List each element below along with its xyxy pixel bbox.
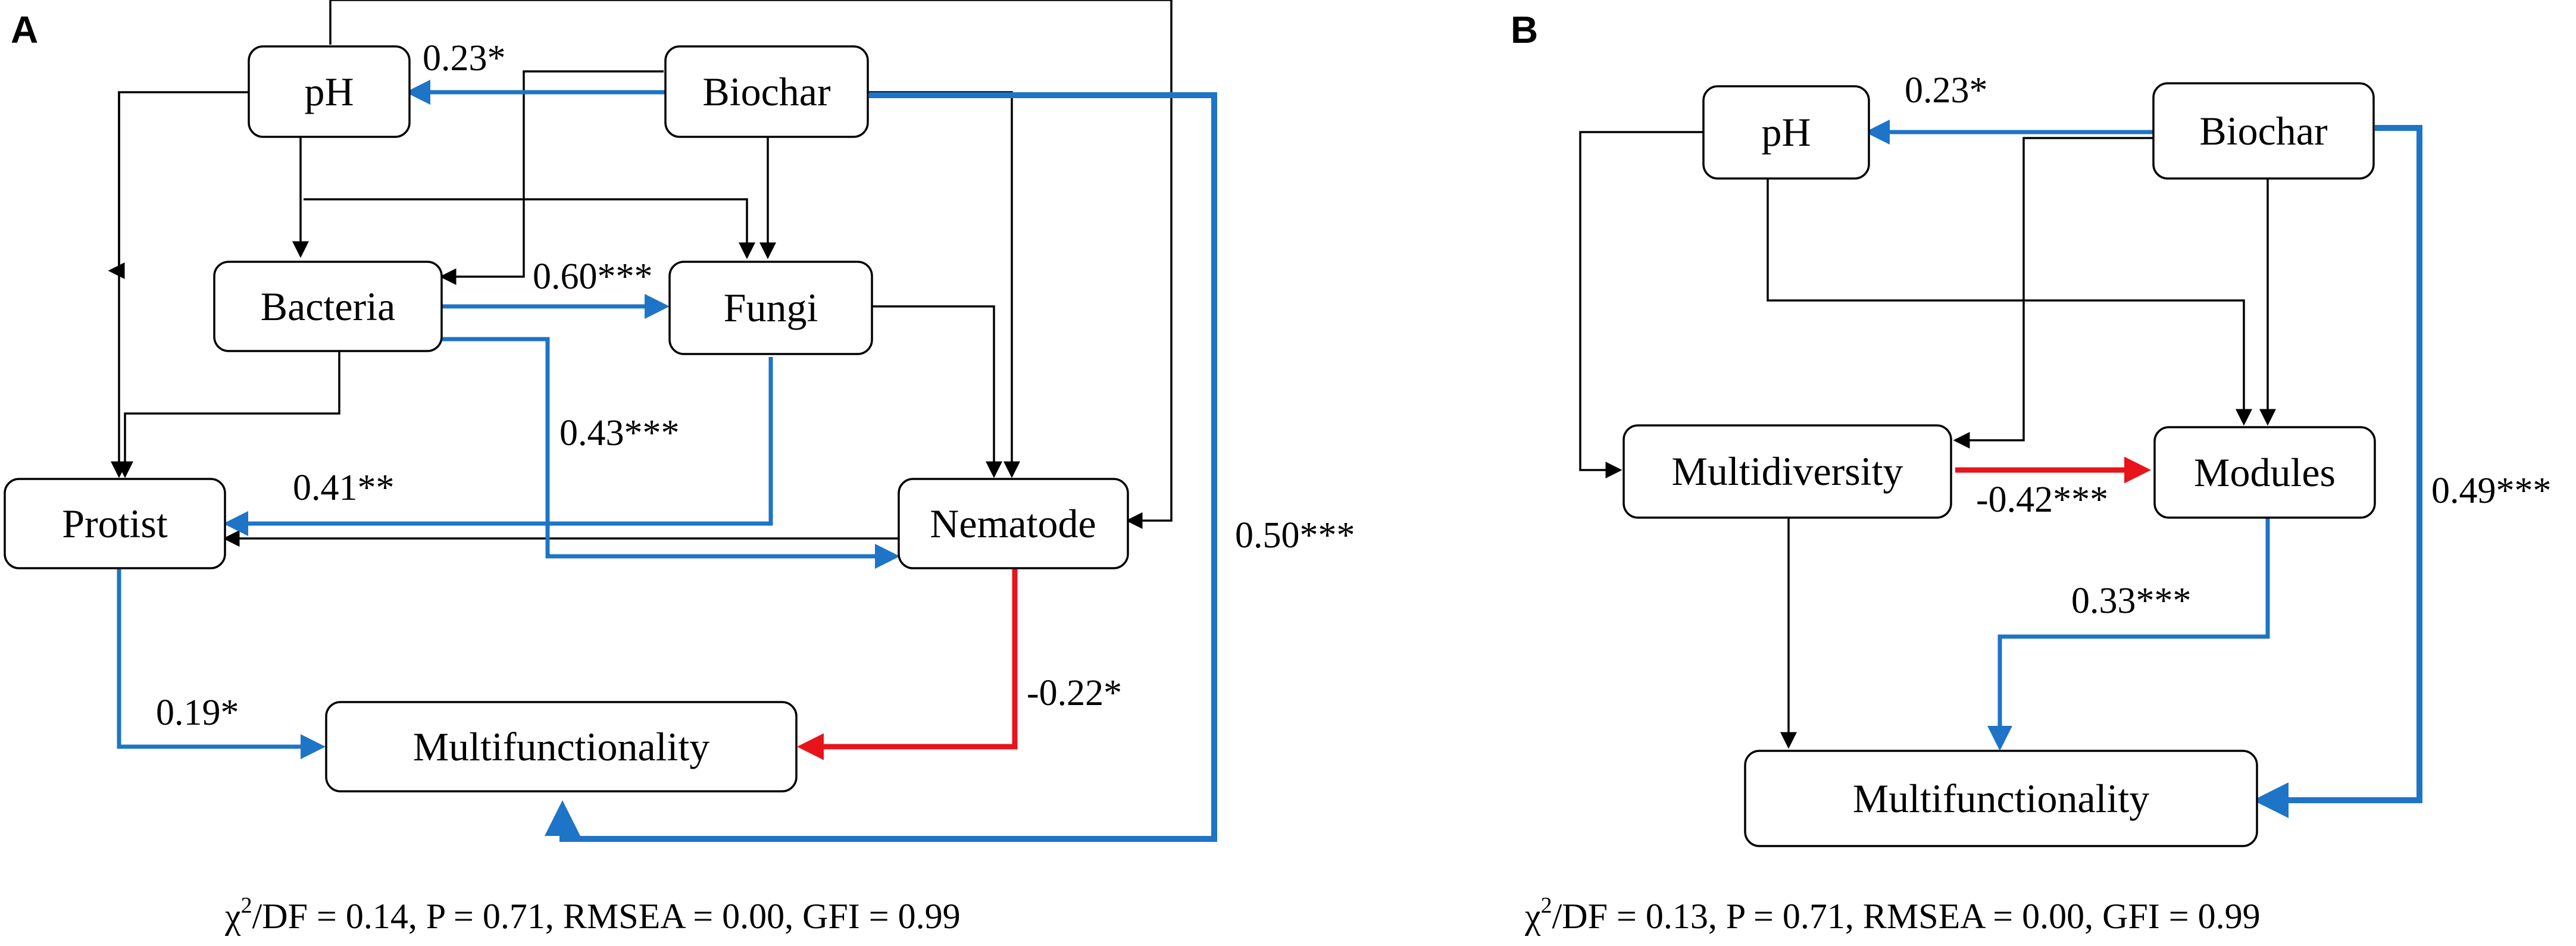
panel-a: A pH	[4, 0, 1355, 936]
path-a-fungi-to-nematode	[872, 305, 1002, 478]
coef-a-biochar-multi: 0.50***	[1235, 515, 1355, 556]
panel-b: B pH Biochar Multidiversity	[1511, 8, 2552, 936]
node-b-multifunctionality: Multifunctionality	[1744, 750, 2258, 847]
svg-text:pH: pH	[1761, 109, 1811, 155]
path-a-protist-to-multi	[117, 568, 326, 759]
node-a-protist: Protist	[4, 478, 226, 569]
coef-b-biochar-multi: 0.49***	[2431, 471, 2552, 511]
coef-b-multidiversity-modules: -0.42***	[1976, 480, 2108, 520]
coef-a-nematode-multi: -0.22*	[1027, 673, 1122, 713]
path-b-biochar-to-multidiversity	[1953, 137, 2153, 449]
panel-a-black-paths	[108, 0, 1173, 547]
svg-text:Fungi: Fungi	[724, 285, 818, 330]
svg-text:Multifunctionality: Multifunctionality	[413, 724, 710, 769]
path-a-biochar-to-bacteria	[439, 70, 664, 285]
path-a-biochar-to-multi	[545, 92, 1217, 842]
node-b-biochar: Biochar	[2152, 82, 2375, 180]
path-a-ph-to-protist	[111, 91, 249, 478]
coef-b-modules-multi: 0.33***	[2071, 581, 2192, 621]
path-a-ph-to-nematode	[329, 0, 1173, 529]
node-a-ph: pH	[248, 45, 411, 138]
node-b-multidiversity: Multidiversity	[1622, 424, 1952, 519]
node-b-ph: pH	[1702, 85, 1870, 180]
path-b-biochar-to-multi	[2253, 125, 2422, 818]
node-a-multifunctionality: Multifunctionality	[325, 701, 798, 792]
fit-stats-a: χ2/DF = 0.14, P = 0.71, RMSEA = 0.00, GF…	[224, 893, 961, 936]
path-a-bacteria-to-protist	[117, 351, 340, 478]
fit-stats-b: χ2/DF = 0.13, P = 0.71, RMSEA = 0.00, GF…	[1524, 893, 2261, 936]
path-a-bacteria-to-nematode	[442, 337, 900, 569]
svg-text:Protist: Protist	[62, 501, 168, 546]
coef-a-bacteria-fungi: 0.60***	[533, 256, 653, 297]
coef-a-bacteria-nematode: 0.43***	[559, 413, 680, 453]
svg-text:Nematode: Nematode	[930, 501, 1096, 546]
path-b-modules-to-multi	[1987, 518, 2270, 751]
coef-a-protist-multi: 0.19*	[156, 693, 239, 733]
panel-b-black-paths	[1579, 131, 2276, 749]
path-a-biochar-to-nematode	[866, 91, 1020, 478]
coef-a-fungi-protist: 0.41**	[293, 468, 395, 508]
path-a-ph-to-bacteria	[108, 92, 125, 279]
svg-text:Multifunctionality: Multifunctionality	[1853, 776, 2150, 821]
svg-text:Multidiversity: Multidiversity	[1671, 449, 1903, 494]
node-a-biochar: Biochar	[664, 45, 869, 138]
svg-text:Bacteria: Bacteria	[261, 284, 396, 329]
svg-text:pH: pH	[304, 69, 354, 114]
panel-a-blue-paths	[117, 80, 1217, 842]
svg-text:Biochar: Biochar	[2199, 108, 2328, 154]
path-b-ph-to-multidiversity	[1579, 131, 1703, 478]
panel-b-blue-paths	[1865, 120, 2422, 818]
node-a-fungi: Fungi	[668, 261, 873, 355]
path-b-ph-to-modules	[1767, 178, 2252, 426]
node-b-modules: Modules	[2153, 426, 2376, 519]
path-a-ph-to-fungi	[304, 198, 755, 259]
svg-text:Biochar: Biochar	[702, 69, 831, 114]
path-a-fungi-to-protist	[223, 357, 773, 536]
path-a-nematode-to-multi	[797, 568, 1018, 760]
coef-b-biochar-ph: 0.23*	[1905, 70, 1988, 111]
node-a-bacteria: Bacteria	[213, 261, 443, 352]
coef-a-biochar-ph: 0.23*	[423, 38, 506, 79]
panel-b-letter: B	[1511, 8, 1538, 51]
node-a-nematode: Nematode	[898, 478, 1129, 569]
svg-text:Modules: Modules	[2194, 450, 2336, 495]
panel-a-letter: A	[11, 8, 38, 51]
